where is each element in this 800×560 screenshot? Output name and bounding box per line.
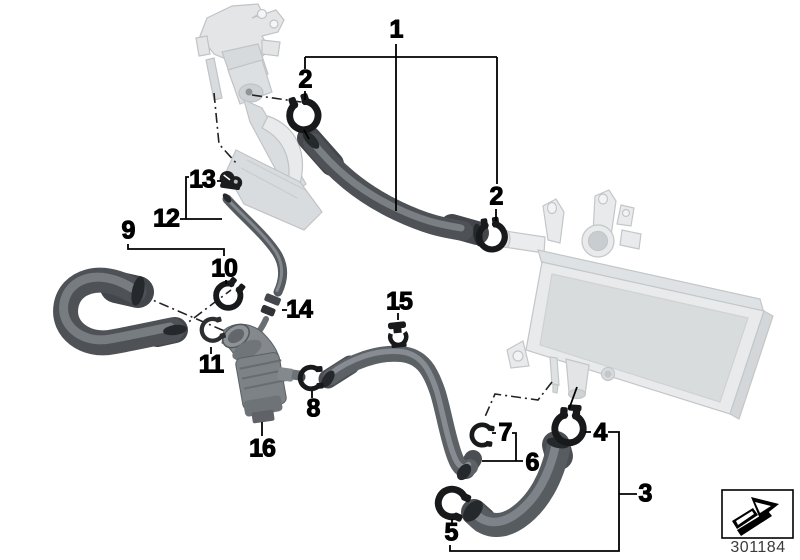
leader-4-stub (568, 386, 578, 410)
callout-16[interactable]: 16 (249, 434, 277, 463)
callout-13[interactable]: 13 (189, 165, 217, 194)
clip-13 (219, 170, 243, 191)
centerline-7 (483, 381, 553, 420)
centerline-hose9-lower (177, 289, 232, 331)
callout-7[interactable]: 7 (498, 418, 513, 447)
callout-1[interactable]: 1 (389, 15, 404, 44)
centerline-13 (213, 92, 238, 165)
radiator-ghost (501, 189, 774, 420)
connector-14 (260, 293, 281, 317)
callout-14[interactable]: 14 (286, 295, 314, 324)
stamp-box (721, 489, 794, 539)
callout-3[interactable]: 3 (638, 479, 653, 508)
pump-16 (221, 323, 306, 424)
clamp-7 (469, 422, 495, 448)
hose-6 (318, 345, 482, 481)
engine-ghost (195, 3, 323, 231)
hose-3 (461, 431, 573, 537)
hose-1 (297, 126, 489, 247)
centerline-hose9-upper (140, 294, 237, 337)
clamp-2-right (476, 216, 508, 253)
callout-12[interactable]: 12 (153, 204, 181, 233)
hose-9 (53, 267, 188, 356)
callout-5[interactable]: 5 (444, 518, 459, 547)
clamp-4 (551, 404, 587, 447)
callout-10[interactable]: 10 (211, 254, 239, 283)
part-number: 301184 (730, 539, 786, 556)
leader-6-7 (482, 432, 523, 462)
leader-12-13 (180, 176, 222, 220)
clamp-11 (199, 316, 226, 343)
clip-15 (387, 321, 409, 349)
callout-4[interactable]: 4 (593, 418, 608, 447)
leader-1 (304, 44, 498, 211)
leader-3-4-5 (449, 431, 637, 552)
clamp-5 (434, 485, 472, 522)
callout-leaders (127, 44, 637, 552)
clamp-8 (297, 364, 324, 392)
leader-9 (127, 244, 225, 256)
callout-2-right[interactable]: 2 (489, 182, 504, 211)
callout-6[interactable]: 6 (525, 448, 540, 477)
callout-8[interactable]: 8 (306, 394, 321, 423)
callout-11[interactable]: 11 (198, 350, 225, 379)
direction-arrow-icon (732, 497, 779, 536)
callout-15[interactable]: 15 (386, 287, 414, 316)
callout-9[interactable]: 9 (121, 216, 136, 245)
clamp-10 (213, 276, 246, 311)
callout-2-left[interactable]: 2 (298, 65, 313, 94)
leader-2-left (303, 91, 310, 140)
clamp-2-left (286, 92, 322, 134)
